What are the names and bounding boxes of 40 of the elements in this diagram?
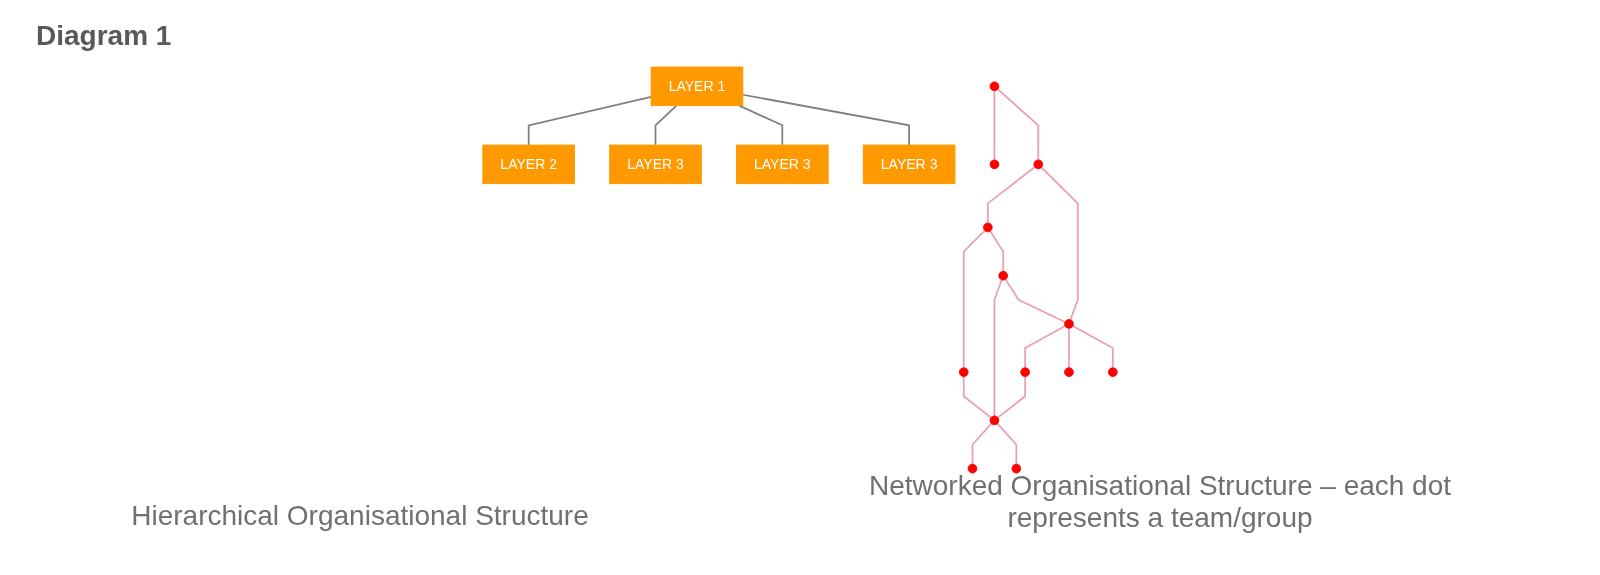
node-circle <box>1064 367 1074 377</box>
node-circle <box>1064 319 1074 329</box>
node-circle <box>989 415 1000 426</box>
node-circle <box>1108 367 1118 377</box>
connector <box>654 104 678 146</box>
node-circle <box>1033 159 1044 170</box>
node-circle <box>1020 367 1030 377</box>
connector <box>993 89 996 161</box>
node-circle <box>967 463 978 474</box>
node-circle <box>998 270 1009 281</box>
connector <box>527 96 652 146</box>
connector <box>989 230 1005 273</box>
connector <box>1068 327 1070 369</box>
node-circle <box>989 159 1000 170</box>
connector <box>1040 166 1079 321</box>
node-box: LAYER 2 <box>482 144 575 185</box>
connector <box>741 93 910 146</box>
node-box: LAYER 3 <box>862 144 956 185</box>
caption: Networked Organisational Structure – each dot represents a team/group <box>867 470 1453 534</box>
connector <box>987 166 1036 224</box>
connector <box>962 229 986 369</box>
node-circle <box>1011 463 1022 474</box>
caption: Hierarchical Organisational Structure <box>130 500 590 532</box>
node-box: LAYER 3 <box>736 144 829 185</box>
node-circle <box>989 81 1000 92</box>
connector <box>971 422 993 466</box>
connector <box>993 278 1003 417</box>
connector <box>997 375 1026 419</box>
connector <box>962 375 992 419</box>
connector <box>1004 278 1066 323</box>
connector <box>996 88 1040 161</box>
node-box: LAYER 1 <box>650 66 744 107</box>
connector <box>738 104 784 146</box>
connector <box>996 422 1018 466</box>
diagram-title: Diagram 1 <box>36 20 172 52</box>
node-box: LAYER 3 <box>609 144 702 185</box>
connector <box>1071 325 1114 369</box>
node-circle <box>958 367 969 377</box>
node-circle <box>983 222 993 233</box>
connector <box>1024 325 1066 369</box>
